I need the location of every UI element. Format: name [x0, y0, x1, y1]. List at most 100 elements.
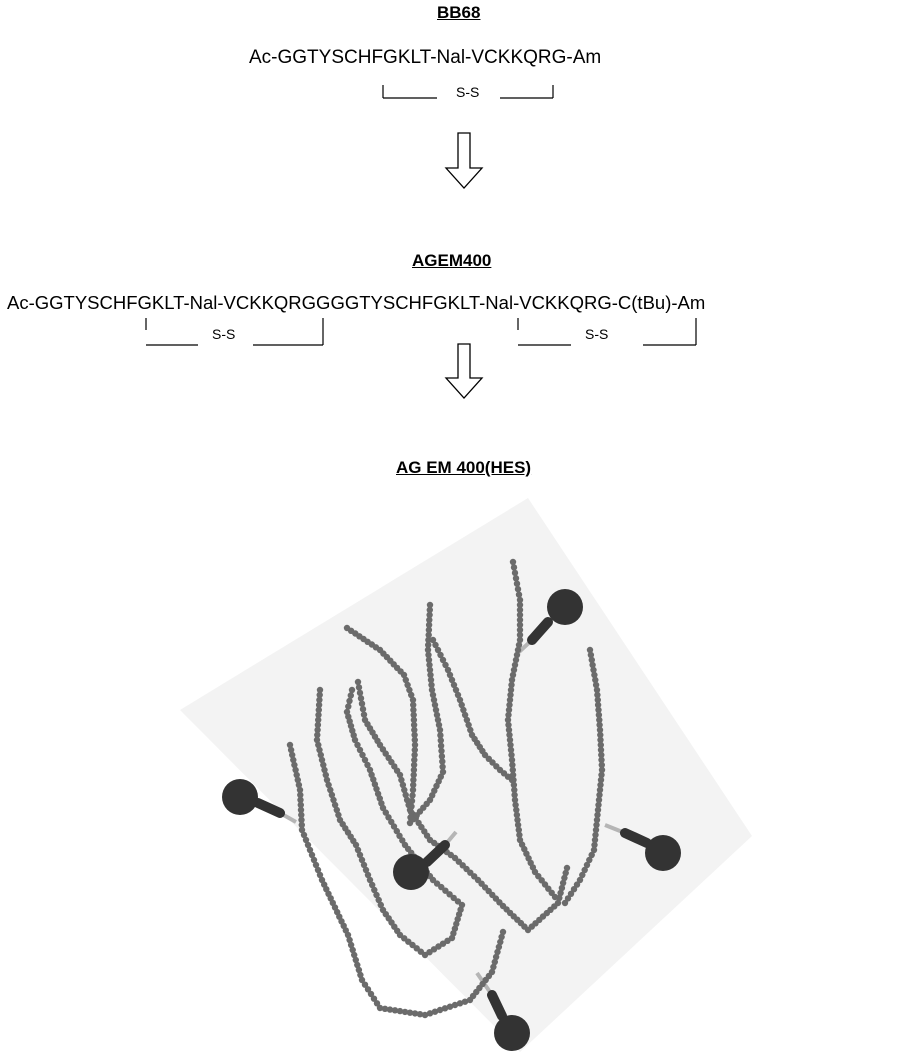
polymer-bead: [461, 711, 469, 719]
polymer-bead: [354, 678, 362, 686]
polymer-bead: [590, 666, 597, 674]
polymer-bead: [442, 661, 449, 669]
polymer-bead: [594, 691, 601, 699]
polymer-bead: [509, 761, 516, 769]
polymer-bead: [596, 791, 603, 799]
polymer-bead: [491, 958, 498, 966]
polymer-bead: [425, 651, 432, 659]
polymer-bead: [437, 732, 444, 739]
polymer-bead: [597, 741, 604, 749]
polymer-bead: [314, 731, 321, 739]
polymer-bead: [386, 1006, 394, 1013]
polymer-bead: [402, 791, 409, 799]
polymer-bead: [510, 666, 518, 674]
polymer-bead: [516, 606, 524, 614]
polymer-bead: [439, 758, 446, 765]
polymer-bead: [567, 890, 575, 897]
polymer-bead: [596, 786, 604, 794]
polymer-bead: [594, 696, 601, 704]
polymer-bead: [597, 746, 605, 754]
polymer-bead: [361, 756, 369, 764]
polymer-bead: [431, 701, 439, 709]
polymer-bead: [461, 998, 469, 1005]
title-agem400-hes: AG EM 400(HES): [396, 458, 532, 477]
polymer-bead: [510, 564, 518, 571]
polymer-bead: [513, 811, 521, 819]
polymer-bead: [511, 791, 518, 799]
polymer-bead: [557, 889, 564, 897]
polymer-bead: [425, 641, 432, 649]
polymer-bead: [316, 686, 324, 694]
polymer-bead: [356, 746, 364, 754]
polymer-bead: [598, 751, 605, 759]
polymer-bead: [436, 726, 444, 734]
polymer-bead: [435, 721, 443, 729]
polymer-bead: [450, 894, 457, 902]
disulfide-bracket-bb68: [382, 85, 554, 99]
polymer-bead: [595, 711, 603, 719]
polymer-bead: [347, 692, 354, 699]
polymer-bead: [410, 706, 417, 714]
polymer-bead: [362, 866, 370, 874]
polymer-bead: [516, 601, 524, 609]
peptide-tail: [620, 828, 652, 848]
polymer-bead: [398, 776, 405, 784]
hollow-down-arrow-icon: [444, 343, 484, 399]
polymer-bead: [425, 621, 433, 629]
polymer-bead: [356, 689, 364, 697]
polymer-bead: [364, 871, 372, 879]
polymer-bead: [410, 776, 417, 784]
polymer-bead: [377, 901, 384, 909]
peptide-tail: [527, 617, 553, 645]
polymer-bead: [579, 871, 586, 879]
polymer-bead: [431, 1008, 439, 1015]
polymer-bead: [438, 753, 446, 760]
polymer-bead: [352, 841, 360, 849]
polymer-bead: [373, 891, 380, 899]
polymer-bead: [333, 806, 340, 814]
polymer-bead: [408, 797, 416, 805]
polymer-bead: [451, 1001, 459, 1009]
polymer-bead: [407, 808, 415, 816]
polymer-bead: [454, 898, 462, 905]
polymer-bead: [511, 569, 519, 577]
polymer-bead: [325, 781, 332, 789]
polymer-bead: [425, 636, 432, 644]
polymer-bead: [409, 786, 417, 794]
polymer-bead: [592, 826, 600, 834]
polymer-bead: [554, 899, 562, 907]
polymer-bead: [592, 681, 600, 689]
polymer-bead: [513, 806, 520, 814]
polymer-bead: [509, 671, 517, 679]
polymer-bead: [313, 736, 321, 744]
polymer-bead: [596, 726, 604, 734]
peptide-head: [222, 779, 258, 815]
polymer-bead: [391, 1007, 399, 1014]
polymer-bead: [411, 1010, 419, 1017]
polymer-bead: [460, 706, 467, 714]
polymer-bead: [596, 716, 603, 724]
polymer-bead: [512, 575, 520, 582]
polymer-bead: [586, 646, 594, 654]
polymer-bead: [410, 771, 417, 779]
polymer-bead: [508, 681, 515, 689]
polymer-bead: [446, 671, 454, 679]
polymer-bead: [514, 646, 522, 654]
polymer-bead: [426, 606, 433, 614]
polymer-bead: [320, 761, 327, 769]
polymer-bead: [505, 726, 513, 734]
polymer-bead: [297, 791, 304, 799]
polymer-bead: [382, 809, 389, 816]
polymer-bead: [371, 886, 378, 894]
polymer-bead: [424, 646, 432, 654]
polymer-bead: [513, 580, 521, 587]
polymer-bead: [508, 776, 516, 784]
polymer-bead: [351, 951, 358, 959]
polymer-bead: [399, 837, 406, 844]
polymer-bead: [588, 656, 595, 664]
polymer-bead: [507, 691, 514, 699]
polymer-bead: [312, 861, 320, 869]
polymer-chains: [286, 558, 606, 1019]
polymer-bead: [465, 721, 472, 729]
